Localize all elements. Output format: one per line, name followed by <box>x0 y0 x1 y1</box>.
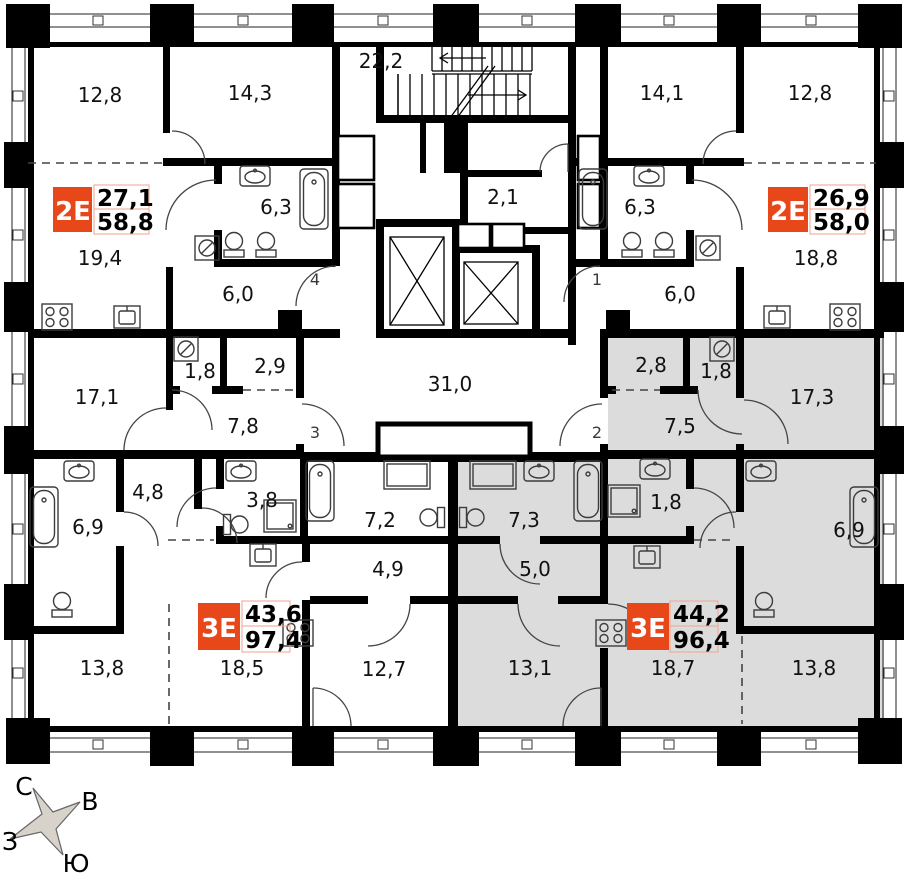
apartment-badge-3e-right[interactable]: 3Е 44,2 96,4 <box>627 600 730 654</box>
room-area-label: 14,1 <box>640 81 685 105</box>
room-area-label: 1,8 <box>184 359 216 383</box>
room-area-label: 3,8 <box>246 488 278 512</box>
room-area-label: 14,3 <box>228 81 273 105</box>
badge-type: 2Е <box>770 197 806 227</box>
room-area-label: 7,8 <box>227 414 259 438</box>
door-number: 4 <box>310 270 320 289</box>
corridor-area-label: 31,0 <box>428 372 473 396</box>
door-number: 1 <box>592 270 602 289</box>
badge-square[interactable] <box>627 603 669 650</box>
staircase <box>397 46 533 119</box>
door-arcs <box>123 130 789 727</box>
badge-total-area: 96,4 <box>673 628 730 654</box>
entrance-door-numbers: 4 1 3 2 <box>310 270 602 442</box>
room-area-label: 12,8 <box>788 81 833 105</box>
stairs-area-label: 22,2 <box>359 49 404 73</box>
corridor-alcove <box>375 421 533 460</box>
room-labels: 12,8 14,3 14,1 12,8 6,3 6,3 19,4 18,8 6,… <box>72 49 865 681</box>
room-area-label: 4,9 <box>372 557 404 581</box>
room-area-label: 6,9 <box>833 518 865 542</box>
vestibule-area-label: 2,1 <box>487 185 519 209</box>
badge-type: 3Е <box>201 614 237 644</box>
walls <box>4 4 904 766</box>
room-area-label: 6,9 <box>72 515 104 539</box>
badge-living-area: 26,9 <box>813 186 870 212</box>
compass-star <box>9 787 81 856</box>
room-area-label: 7,2 <box>364 508 396 532</box>
room-area-label: 5,0 <box>519 557 551 581</box>
room-area-label: 6,0 <box>664 282 696 306</box>
room-area-label: 17,1 <box>75 385 120 409</box>
room-area-label: 13,8 <box>80 656 125 680</box>
apartment-badge-3e-left[interactable]: 3Е 43,6 97,4 <box>198 600 302 654</box>
compass-west-label: З <box>2 827 18 856</box>
badge-square[interactable] <box>198 603 240 650</box>
door-number: 2 <box>592 423 602 442</box>
compass-rose: С В З Ю <box>2 772 99 878</box>
badge-living-area: 44,2 <box>673 602 730 628</box>
badge-total-area: 58,8 <box>97 210 154 236</box>
apartment-badge-2e-left[interactable]: 2Е 27,1 58,8 <box>53 184 154 236</box>
badge-living-area: 27,1 <box>97 186 154 212</box>
room-area-label: 18,5 <box>220 656 265 680</box>
room-area-label: 4,8 <box>132 480 164 504</box>
room-area-label: 7,3 <box>508 508 540 532</box>
room-area-label: 17,3 <box>790 385 835 409</box>
apartment-badge-2e-right[interactable]: 2Е 26,9 58,0 <box>768 184 870 236</box>
room-area-label: 2,9 <box>254 354 286 378</box>
room-area-label: 6,3 <box>260 195 292 219</box>
badge-square[interactable] <box>768 187 808 232</box>
room-area-label: 12,8 <box>78 83 123 107</box>
badge-living-area: 43,6 <box>245 602 302 628</box>
room-area-label: 2,8 <box>635 353 667 377</box>
room-area-label: 13,1 <box>508 656 553 680</box>
door-number: 3 <box>310 423 320 442</box>
room-area-label: 1,8 <box>650 490 682 514</box>
room-area-label: 6,3 <box>624 195 656 219</box>
dashed-boundaries <box>28 162 876 724</box>
compass-east-label: В <box>81 787 98 816</box>
badge-total-area: 97,4 <box>245 628 302 654</box>
room-area-label: 19,4 <box>78 246 123 270</box>
room-area-label: 18,8 <box>794 246 839 270</box>
room-area-label: 13,8 <box>792 656 837 680</box>
room-area-label: 1,8 <box>700 359 732 383</box>
room-area-label: 18,7 <box>651 656 696 680</box>
elevator-shafts <box>389 236 519 326</box>
badge-total-area: 58,0 <box>813 210 870 236</box>
room-area-label: 6,0 <box>222 282 254 306</box>
room-area-label: 7,5 <box>664 414 696 438</box>
compass-north-label: С <box>15 772 32 801</box>
badge-square[interactable] <box>53 187 92 232</box>
badge-type: 2Е <box>55 197 91 227</box>
compass-south-label: Ю <box>63 849 90 878</box>
room-area-label: 12,7 <box>362 657 407 681</box>
badge-type: 3Е <box>630 614 666 644</box>
